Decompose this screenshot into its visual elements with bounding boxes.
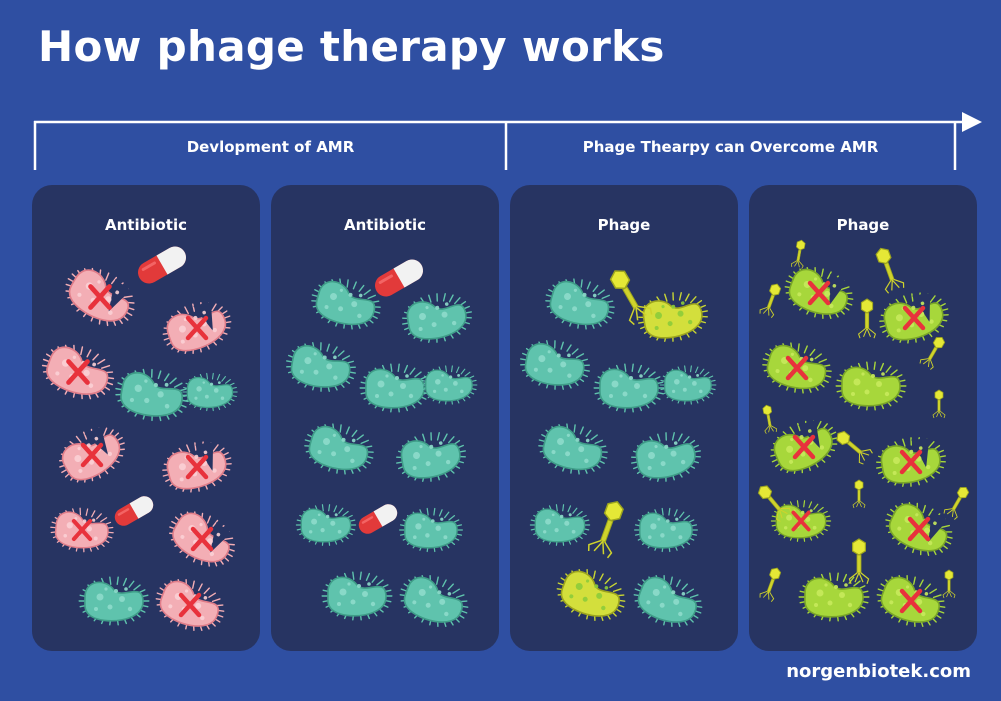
bacterium-icon — [295, 504, 357, 546]
phage-icon — [762, 404, 778, 434]
timeline-stage-amr-label: Devlopment of AMR — [186, 138, 355, 156]
x-mark-icon — [80, 442, 104, 468]
x-mark-icon — [88, 284, 112, 310]
x-mark-icon — [178, 592, 202, 618]
x-mark-icon — [902, 305, 926, 331]
x-mark-icon — [190, 526, 214, 552]
phage-icon — [943, 486, 970, 520]
bacterium-icon — [879, 292, 949, 344]
panel-phage-illustration — [520, 270, 717, 628]
phage-icon — [932, 389, 946, 419]
timeline-arrow — [33, 112, 982, 170]
bacterium-icon — [798, 572, 870, 622]
phage-icon — [609, 270, 653, 326]
x-mark-icon — [71, 518, 93, 542]
pill-icon — [114, 496, 154, 526]
bacterium-icon — [115, 368, 189, 422]
x-mark-icon — [792, 434, 816, 460]
bacterium-icon — [78, 576, 150, 626]
bacterium-icon — [396, 432, 466, 482]
bacterium-icon — [529, 504, 591, 546]
pill-icon — [138, 246, 186, 284]
bacterium-icon — [638, 292, 708, 342]
panel-resistance-illustration — [286, 259, 478, 628]
bacterium-icon — [593, 363, 665, 413]
phage-icon — [790, 239, 806, 269]
bacterium-icon — [885, 502, 953, 556]
panel-antibiotic-resistance: Antibiotic — [271, 185, 499, 651]
phage-icon — [759, 567, 782, 602]
panel-phage-lysis: Phage — [749, 185, 977, 651]
bacterium-icon — [155, 578, 225, 632]
phage-icon — [848, 538, 870, 584]
phage-icon — [942, 569, 956, 599]
bacterium-icon — [634, 507, 698, 553]
phage-icon — [757, 485, 792, 522]
x-mark-icon — [66, 359, 90, 385]
panel-antibiotic-treatment: Antibiotic — [32, 185, 260, 651]
phage-icon — [587, 500, 624, 559]
bacterium-icon — [659, 365, 717, 405]
bacterium-icon — [538, 423, 608, 475]
bacterium-icon — [311, 278, 381, 330]
phage-icon — [836, 430, 873, 465]
phage-icon — [852, 479, 866, 509]
bacterium-icon — [420, 365, 478, 405]
x-mark-icon — [807, 280, 831, 306]
x-mark-icon — [185, 315, 209, 341]
x-mark-icon — [185, 454, 209, 480]
bacterium-icon — [556, 568, 626, 622]
page-title: How phage therapy works — [38, 22, 665, 71]
bacterium-icon — [321, 571, 393, 621]
bacterium-icon — [520, 340, 590, 390]
panel-label: Antibiotic — [344, 216, 426, 234]
bacterium-icon — [286, 342, 356, 392]
bacterium-icon — [784, 266, 854, 320]
bacterium-icon — [182, 372, 238, 412]
panel-label: Phage — [597, 216, 651, 234]
panel-phage-infection: Phage — [510, 185, 738, 651]
x-mark-icon — [899, 449, 923, 475]
phage-icon — [759, 283, 782, 318]
bacterium-icon — [162, 441, 232, 493]
phage-icon — [919, 336, 946, 370]
bacterium-icon — [59, 426, 125, 483]
bacterium-icon — [359, 363, 431, 413]
x-mark-icon — [791, 510, 811, 532]
phage-icon — [857, 298, 877, 339]
panel-label: Phage — [836, 216, 890, 234]
pill-icon — [375, 259, 423, 297]
bacterium-icon — [762, 342, 832, 394]
bacterium-icon — [633, 574, 703, 628]
bacterium-icon — [770, 419, 838, 474]
footer-website: norgenbiotek.com — [786, 661, 971, 682]
bacterium-icon — [835, 361, 907, 411]
bacterium-icon — [770, 500, 832, 542]
bacterium-icon — [545, 278, 615, 330]
panel-antibiotic-illustration — [41, 246, 238, 632]
x-mark-icon — [907, 516, 931, 542]
bacterium-icon — [50, 507, 114, 553]
bacterium-icon — [402, 293, 472, 343]
timeline-stage-phage-label: Phage Thearpy can Overcome AMR — [582, 138, 879, 156]
x-mark-icon — [785, 355, 809, 381]
bacterium-icon — [65, 267, 135, 327]
bacterium-icon — [399, 507, 463, 553]
panel-label: Antibiotic — [105, 216, 187, 234]
bacterium-icon — [41, 344, 115, 400]
bacterium-icon — [631, 432, 701, 482]
panel-lysis-illustration — [757, 239, 970, 628]
bacterium-icon — [876, 437, 946, 487]
phage-icon — [875, 247, 905, 294]
bacterium-icon — [169, 511, 235, 567]
bacterium-icon — [304, 423, 374, 475]
bacterium-icon — [876, 574, 946, 628]
bacterium-icon — [399, 574, 469, 628]
pill-icon — [358, 504, 398, 534]
x-mark-icon — [899, 588, 923, 614]
bacterium-icon — [162, 301, 232, 355]
